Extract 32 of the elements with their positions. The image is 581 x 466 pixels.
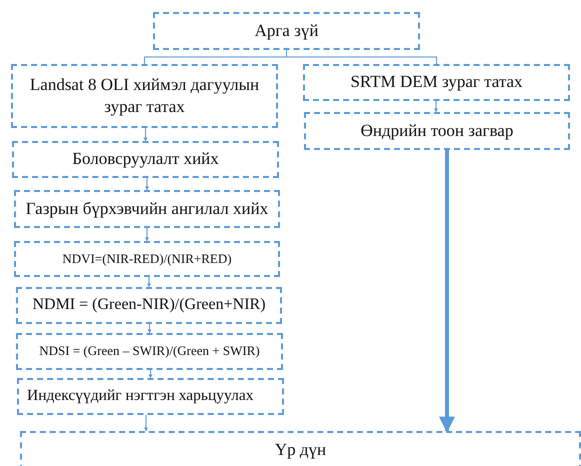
process-box [16,333,283,370]
arrow [144,128,148,142]
box-label: NDSI = (Green – SWIR)/(Green + SWIR) [39,343,260,360]
arrow [439,150,455,433]
arrow [148,324,152,334]
process-box [14,241,280,277]
process-box [12,141,279,178]
box-label: NDVI=(NIR-RED)/(NIR+RED) [62,250,232,268]
box-label: Арга зүй [254,20,318,42]
arrow [145,228,149,242]
arrow [434,100,438,112]
process-box [14,190,280,228]
box-label: Индексүүдийг нэгтгэн харьцуулах [27,386,254,406]
process-box [304,112,570,150]
box-label: Өндрийн тоон загвар [360,120,514,142]
arrow [148,370,152,378]
box-label: Landsat 8 OLI хиймэл дагуулын зураг татах [28,74,260,118]
process-box [20,431,581,466]
process-box [16,287,282,324]
process-box [11,64,278,128]
arrow [144,414,148,432]
process-box [17,378,284,415]
connector-line [286,50,437,64]
box-label: NDMI = (Green-NIR)/(Green+NIR) [32,295,266,316]
process-box [303,64,570,101]
arrow [145,178,149,190]
box-label: Үр дүн [274,439,326,461]
box-label: Боловсруулалт хийх [72,148,219,170]
box-label: SRTM DEM зураг татах [350,71,523,94]
process-box [153,12,420,50]
box-label: Газрын бүрхэвчийн ангилал хийх [26,198,268,220]
arrow [147,276,151,288]
